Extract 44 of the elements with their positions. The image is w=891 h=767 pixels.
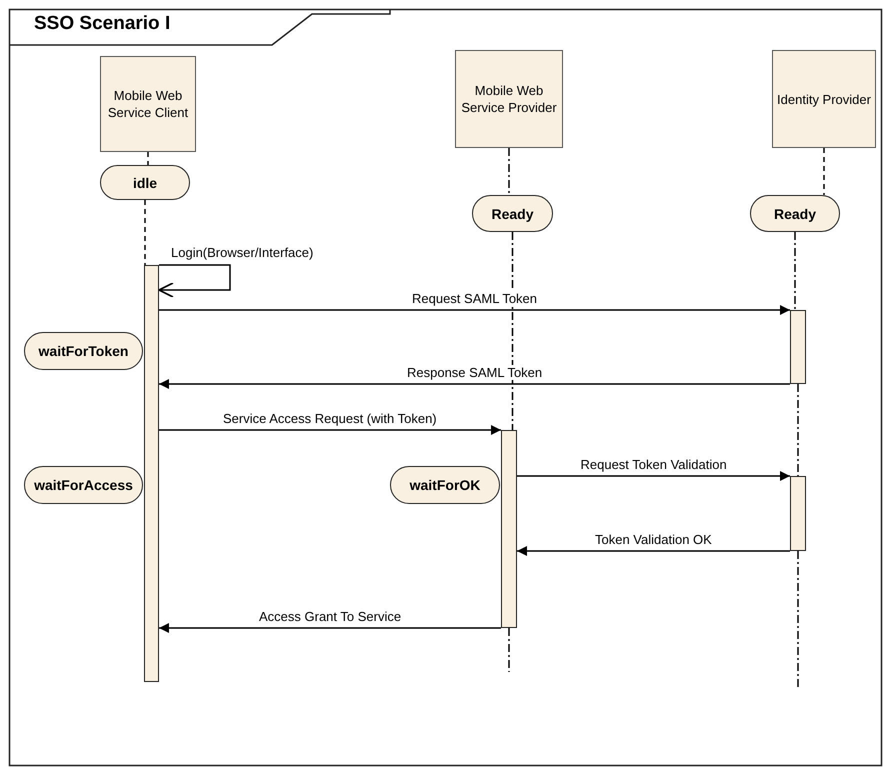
lifeline (144, 200, 146, 265)
state-pill (100, 165, 190, 200)
message-label: Access Grant To Service (257, 609, 404, 624)
lifeline (512, 232, 514, 430)
message-label: Response SAML Token (405, 365, 544, 380)
state-pill (472, 195, 553, 232)
state-pill (390, 466, 500, 504)
message-label: Request Token Validation (578, 457, 729, 472)
state-name: Ready (491, 206, 534, 222)
lifeline (794, 232, 796, 310)
state-pill (750, 195, 840, 232)
lifeline (508, 148, 510, 195)
participant-name: Mobile Web Service Client (106, 87, 190, 121)
message-arrow (159, 425, 501, 435)
message-label: Token Validation OK (593, 532, 714, 547)
message-arrow (158, 264, 231, 298)
state-pill (24, 332, 143, 370)
message-label: Request SAML Token (410, 291, 540, 306)
state-name: waitForAccess (34, 477, 133, 493)
lifeline-header (772, 50, 876, 148)
activation-bar (144, 265, 159, 682)
lifeline-header (100, 56, 196, 152)
activation-bar (790, 476, 806, 551)
message-arrow (159, 379, 790, 389)
lifeline (147, 152, 149, 165)
state-name: idle (132, 174, 158, 190)
state-name: Ready (774, 206, 816, 222)
state-name: waitForOK (410, 477, 480, 493)
state-name: waitForToken (38, 343, 128, 359)
state-pill (24, 466, 143, 504)
lifeline-header (455, 50, 563, 148)
message-arrow (517, 471, 790, 481)
frame-title: SSO Scenario I (34, 13, 170, 35)
message-arrow (159, 623, 501, 633)
participant-name: Identity Provider (777, 90, 871, 108)
lifeline (797, 384, 799, 476)
message-arrow (517, 546, 790, 556)
message-label: Login(Browser/Interface) (169, 245, 316, 260)
lifeline (823, 148, 825, 195)
activation-bar (790, 310, 806, 384)
message-label: Service Access Request (with Token) (221, 411, 439, 426)
activation-bar (501, 430, 517, 628)
participant-name: Mobile Web Service Provider (460, 82, 558, 116)
message-arrow (159, 305, 790, 315)
